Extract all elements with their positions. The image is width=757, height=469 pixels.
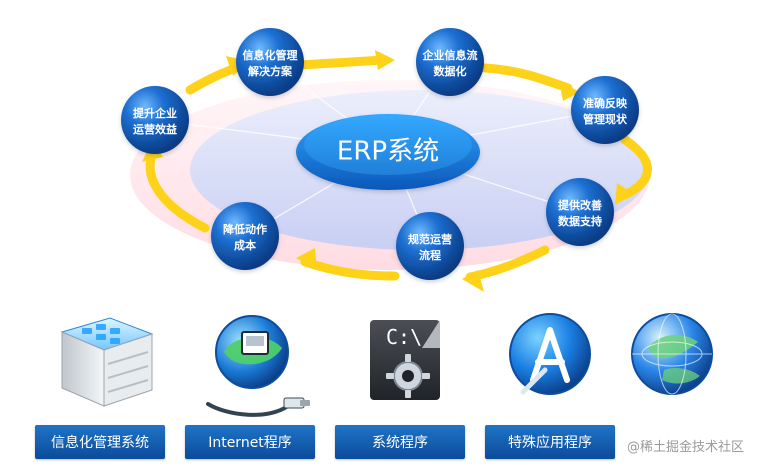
button-system-program[interactable]: 系统程序: [335, 425, 465, 459]
watermark: @稀土掘金技术社区: [626, 440, 744, 455]
center-puck: [296, 114, 480, 190]
svg-text:管理现状: 管理现状: [583, 112, 628, 126]
svg-text:流程: 流程: [419, 248, 441, 262]
svg-text:数据化: 数据化: [434, 64, 467, 78]
center-title: ERP系统: [337, 137, 439, 167]
globe-icon: [631, 313, 713, 395]
arrow-3: [620, 135, 652, 200]
node-3: 准确反映 管理现状: [571, 76, 639, 144]
svg-text:规范运营: 规范运营: [408, 232, 452, 246]
svg-text:解决方案: 解决方案: [248, 64, 293, 78]
arrow-2: [480, 63, 573, 93]
button-special-application[interactable]: 特殊应用程序: [485, 425, 615, 459]
svg-text:企业信息流: 企业信息流: [422, 48, 478, 62]
bottom-row: 信息化管理系统: [0, 300, 757, 469]
svg-text:C:\: C:\: [386, 325, 422, 349]
network-globe-icon: [206, 315, 310, 417]
item-special-application: 特殊应用程序: [480, 300, 620, 460]
server-stack-icon: [60, 317, 154, 407]
item-globe: [600, 300, 740, 460]
node-2: 企业信息流 数据化: [416, 28, 484, 96]
svg-text:提升企业: 提升企业: [133, 106, 177, 120]
svg-text:降低动作: 降低动作: [223, 222, 267, 236]
svg-text:成本: 成本: [234, 238, 256, 252]
svg-text:运营效益: 运营效益: [133, 122, 177, 136]
node-1: 信息化管理 解决方案: [236, 28, 304, 96]
center-highlight: [304, 115, 472, 175]
item-system-program: C:\ 系统程序: [330, 300, 470, 460]
arrow-1: [295, 55, 390, 70]
button-internet-program[interactable]: Internet程序: [185, 425, 315, 459]
item-internet-program: Internet程序: [180, 300, 320, 460]
node-5: 规范运营 流程: [396, 212, 464, 280]
svg-text:准确反映: 准确反映: [583, 96, 628, 110]
svg-text:提供改善: 提供改善: [558, 198, 602, 212]
node-6: 降低动作 成本: [211, 202, 279, 270]
svg-text:数据支持: 数据支持: [558, 214, 602, 228]
item-information-management: 信息化管理系统: [30, 300, 170, 460]
app-store-icon: [509, 313, 591, 395]
node-7: 提升企业 运营效益: [121, 86, 189, 154]
terminal-gear-icon: C:\: [370, 320, 440, 400]
cycle-nodes: 信息化管理 解决方案 企业信息流 数据化 准确反映 管理现状 提供改善 数据支持…: [121, 28, 639, 280]
node-4: 提供改善 数据支持: [546, 178, 614, 246]
svg-text:信息化管理: 信息化管理: [243, 48, 298, 62]
button-information-management[interactable]: 信息化管理系统: [35, 425, 165, 459]
